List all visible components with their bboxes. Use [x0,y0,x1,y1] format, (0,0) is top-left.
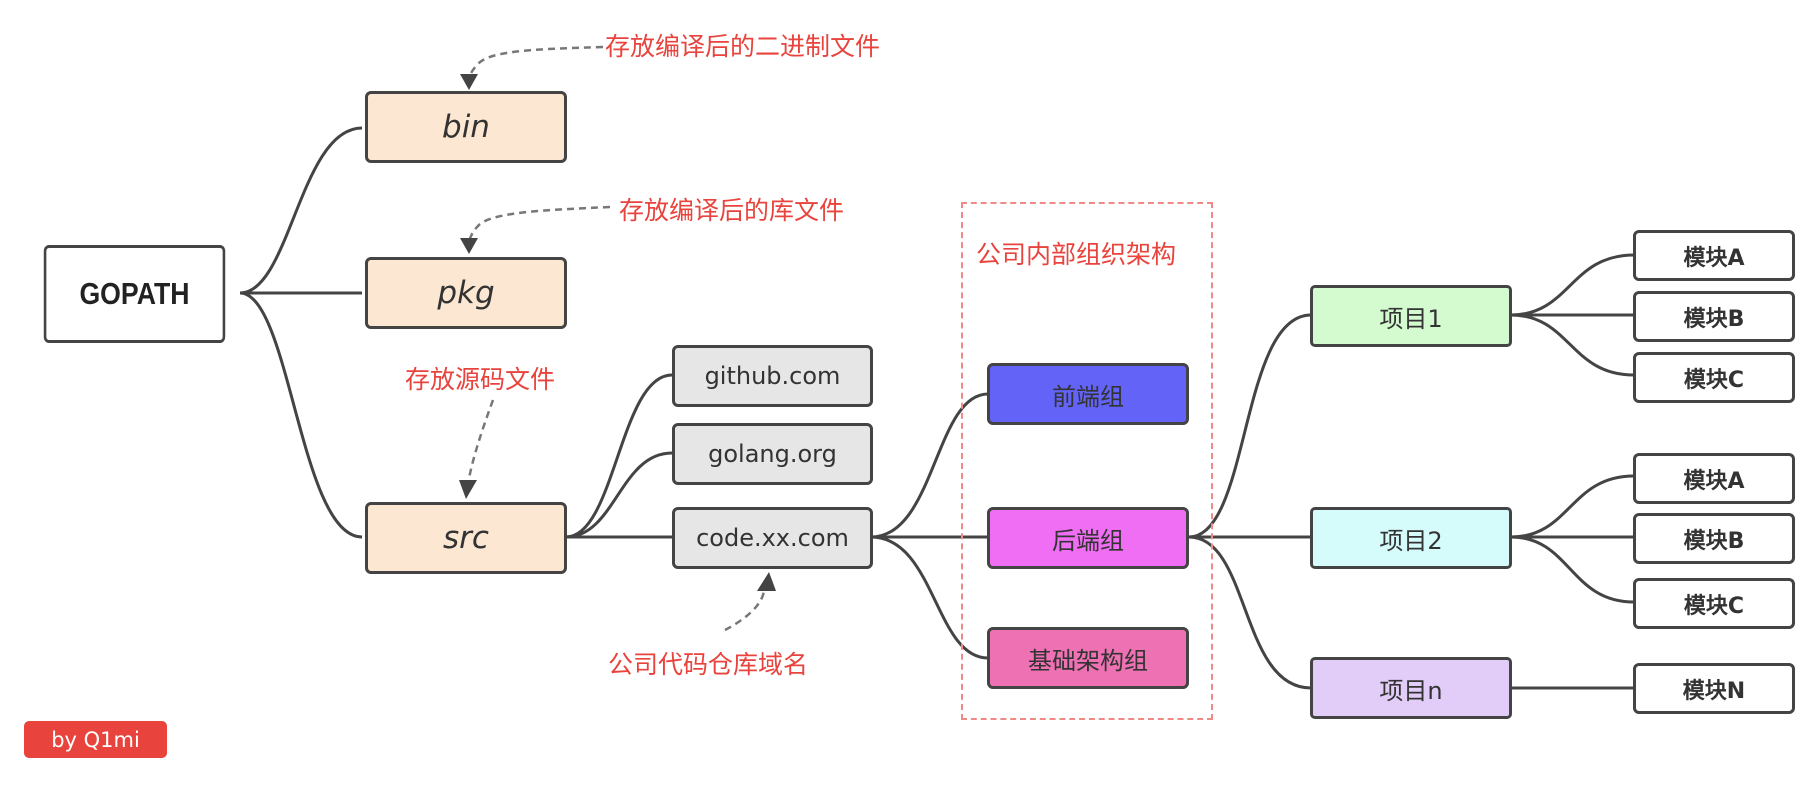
note-arrowhead-src [459,480,477,499]
edge-gopath-bin [239,126,363,295]
pn-module-n-node[interactable]: 模块N [1633,663,1795,714]
edge-company-infra [870,535,989,660]
note-org: 公司内部组织架构 [976,240,1177,269]
edge-p1-mA [1510,253,1635,317]
p1-module-c-node[interactable]: 模块C [1633,352,1795,403]
note-pkg: 存放编译后的库文件 [619,196,845,225]
p1-module-b-node[interactable]: 模块B [1633,291,1795,342]
edge-gopath-src [239,291,363,539]
backend-group-node[interactable]: 后端组 [987,507,1189,569]
note-arrow-src [466,399,495,485]
gopath-node[interactable]: GOPATH [43,245,226,343]
edge-src-github [565,373,673,539]
note-bin: 存放编译后的二进制文件 [605,32,881,61]
company-host-node[interactable]: code.xx.com [672,507,873,569]
note-arrow-bin [467,45,604,79]
src-dir-node[interactable]: src [365,502,567,574]
p2-module-a-node[interactable]: 模块A [1633,453,1795,504]
bin-dir-node[interactable]: bin [365,91,567,163]
note-company: 公司代码仓库域名 [608,650,809,679]
note-arrow-pkg [467,205,611,243]
note-arrowhead-company [757,572,776,591]
golang-host-node[interactable]: golang.org [672,423,873,485]
note-arrowhead-bin [460,74,478,90]
edge-p2-mC [1510,535,1635,604]
edge-src-golang [565,451,673,539]
project-1-node[interactable]: 项目1 [1310,285,1512,347]
p2-module-c-node[interactable]: 模块C [1633,578,1795,629]
github-host-node[interactable]: github.com [672,345,873,407]
note-arrowhead-pkg [460,238,478,254]
edge-backend-pn [1188,535,1312,690]
edge-p2-mA [1510,474,1635,539]
project-2-node[interactable]: 项目2 [1310,507,1512,569]
org-structure-frame [961,202,1213,720]
project-n-node[interactable]: 项目n [1310,657,1512,719]
pkg-dir-node[interactable]: pkg [365,257,567,329]
edge-backend-p1 [1188,313,1312,539]
frontend-group-node[interactable]: 前端组 [987,363,1189,425]
note-src: 存放源码文件 [405,365,556,394]
infra-group-node[interactable]: 基础架构组 [987,627,1189,689]
p1-module-a-node[interactable]: 模块A [1633,230,1795,281]
signature-badge: by Q1mi [24,721,167,758]
edge-company-frontend [870,392,989,539]
p2-module-b-node[interactable]: 模块B [1633,513,1795,564]
edge-p1-mC [1510,313,1635,377]
